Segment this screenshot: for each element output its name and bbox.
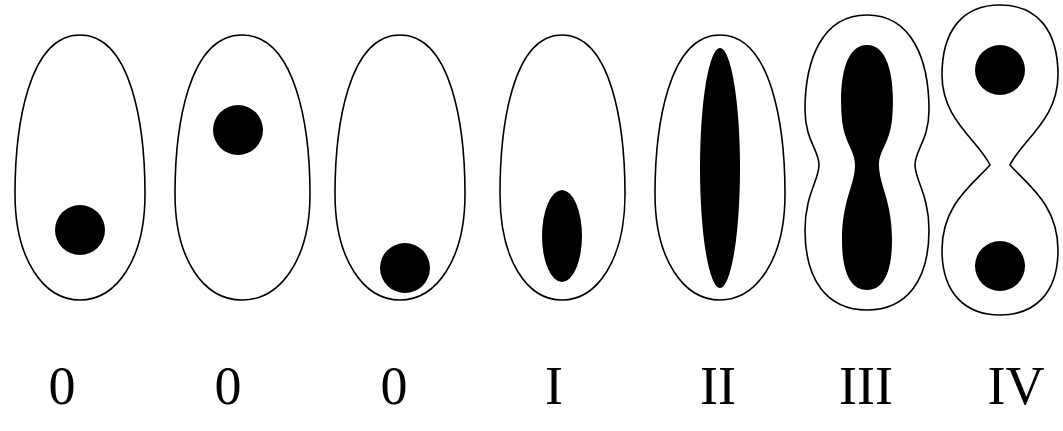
- nucleus: [700, 48, 740, 288]
- cell-outline: [175, 35, 310, 300]
- nucleus: [975, 45, 1025, 95]
- cell-outline: [655, 35, 785, 300]
- cell-outline: [335, 35, 465, 300]
- stage-label: II: [700, 359, 736, 413]
- nucleus: [55, 205, 105, 255]
- cell-outline: [942, 5, 1058, 315]
- stage-label: 0: [49, 359, 76, 413]
- nucleus: [213, 105, 263, 155]
- cell-outline: [500, 35, 625, 300]
- dividing-nucleus: [841, 45, 893, 290]
- cell-outline: [15, 35, 145, 300]
- stage-label: I: [545, 359, 563, 413]
- cell-outline: [805, 15, 929, 310]
- stage-label: 0: [215, 359, 242, 413]
- stage-label: IV: [988, 359, 1045, 413]
- nucleus: [380, 243, 430, 293]
- nucleus: [975, 241, 1025, 291]
- stage-label: 0: [381, 359, 408, 413]
- stage-label: III: [839, 359, 893, 413]
- nucleus: [542, 190, 582, 282]
